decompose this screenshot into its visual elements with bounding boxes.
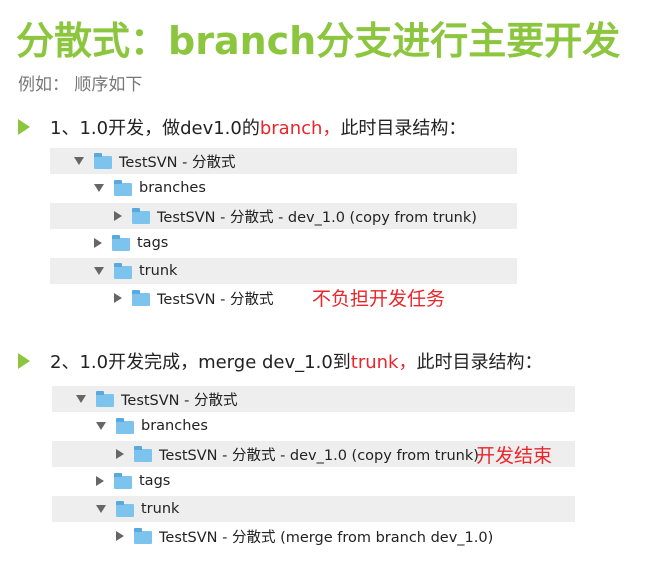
folder-icon bbox=[132, 207, 150, 224]
folder-icon bbox=[94, 152, 112, 169]
folder-icon bbox=[134, 445, 152, 462]
tree-row[interactable]: TestSVN - 分散式 bbox=[50, 148, 517, 174]
expand-triangle-icon[interactable] bbox=[96, 505, 106, 513]
slide-title: 分散式：branch分支进行主要开发 bbox=[16, 19, 621, 63]
folder-icon bbox=[132, 289, 150, 306]
tree-row[interactable]: trunk bbox=[50, 258, 517, 284]
tree-row[interactable]: tags bbox=[50, 230, 517, 256]
step-2: 2、1.0开发完成，merge dev_1.0到 trunk， 此时目录结构： bbox=[18, 346, 542, 376]
expand-triangle-icon[interactable] bbox=[94, 184, 104, 192]
collapsed-triangle-icon[interactable] bbox=[114, 293, 122, 303]
folder-icon bbox=[96, 390, 114, 407]
slide-subtitle: 例如： 顺序如下 bbox=[18, 75, 143, 95]
step-2-suffix: 此时目录结构： bbox=[416, 352, 543, 373]
tree-row[interactable]: branches bbox=[52, 413, 575, 439]
collapsed-triangle-icon[interactable] bbox=[96, 476, 104, 486]
tree-row-label: tags bbox=[137, 235, 169, 251]
step-1-suffix: 此时目录结构： bbox=[340, 118, 467, 139]
collapsed-triangle-icon[interactable] bbox=[116, 531, 124, 541]
folder-icon bbox=[116, 417, 134, 434]
folder-icon bbox=[112, 234, 130, 251]
tree-row[interactable]: tags bbox=[52, 468, 575, 494]
tree-row[interactable]: TestSVN - 分散式 bbox=[52, 386, 575, 412]
folder-icon bbox=[114, 472, 132, 489]
folder-icon bbox=[116, 500, 134, 517]
bullet-arrow-icon bbox=[18, 119, 30, 135]
tree-row-label: tags bbox=[139, 473, 171, 489]
tree-row[interactable]: TestSVN - 分散式 - dev_1.0 (copy from trunk… bbox=[50, 203, 517, 229]
folder-icon bbox=[114, 179, 132, 196]
tree-row[interactable]: trunk bbox=[52, 496, 575, 522]
tree-row-label: trunk bbox=[139, 263, 178, 279]
tree-row[interactable]: branches bbox=[50, 175, 517, 201]
expand-triangle-icon[interactable] bbox=[76, 395, 86, 403]
step-1: 1、1.0开发，做dev1.0的 branch， 此时目录结构： bbox=[18, 112, 466, 142]
tree-row[interactable]: TestSVN - 分散式 (merge from branch dev_1.0… bbox=[52, 523, 575, 549]
tree-row-label: TestSVN - 分散式 bbox=[157, 291, 274, 308]
expand-triangle-icon[interactable] bbox=[96, 422, 106, 430]
expand-triangle-icon[interactable] bbox=[74, 157, 84, 165]
collapsed-triangle-icon[interactable] bbox=[114, 211, 122, 221]
annotation-no-dev-task: 不负担开发任务 bbox=[312, 288, 446, 310]
tree-row-label: TestSVN - 分散式 - dev_1.0 (copy from trunk… bbox=[157, 209, 477, 226]
step-2-prefix: 2、1.0开发完成，merge dev_1.0到 bbox=[50, 352, 351, 373]
step-2-highlight: trunk， bbox=[350, 352, 417, 373]
tree-row-label: trunk bbox=[141, 501, 180, 517]
folder-icon bbox=[134, 527, 152, 544]
tree-row-label: TestSVN - 分散式 (merge from branch dev_1.0… bbox=[159, 529, 494, 546]
tree-row-label: TestSVN - 分散式 - dev_1.0 (copy from trunk… bbox=[159, 447, 479, 464]
collapsed-triangle-icon[interactable] bbox=[94, 238, 102, 248]
tree-row-label: TestSVN - 分散式 bbox=[119, 154, 236, 171]
annotation-dev-finished: 开发结束 bbox=[476, 445, 553, 467]
tree-row[interactable]: TestSVN - 分散式 bbox=[50, 285, 517, 311]
step-1-highlight: branch， bbox=[259, 118, 341, 139]
tree-row-label: TestSVN - 分散式 bbox=[121, 392, 238, 409]
folder-icon bbox=[114, 262, 132, 279]
tree-row[interactable]: TestSVN - 分散式 - dev_1.0 (copy from trunk… bbox=[52, 441, 575, 467]
collapsed-triangle-icon[interactable] bbox=[116, 449, 124, 459]
tree-row-label: branches bbox=[139, 180, 206, 196]
bullet-arrow-icon bbox=[18, 353, 30, 369]
expand-triangle-icon[interactable] bbox=[94, 267, 104, 275]
tree-row-label: branches bbox=[141, 418, 208, 434]
step-1-prefix: 1、1.0开发，做dev1.0的 bbox=[50, 118, 260, 139]
